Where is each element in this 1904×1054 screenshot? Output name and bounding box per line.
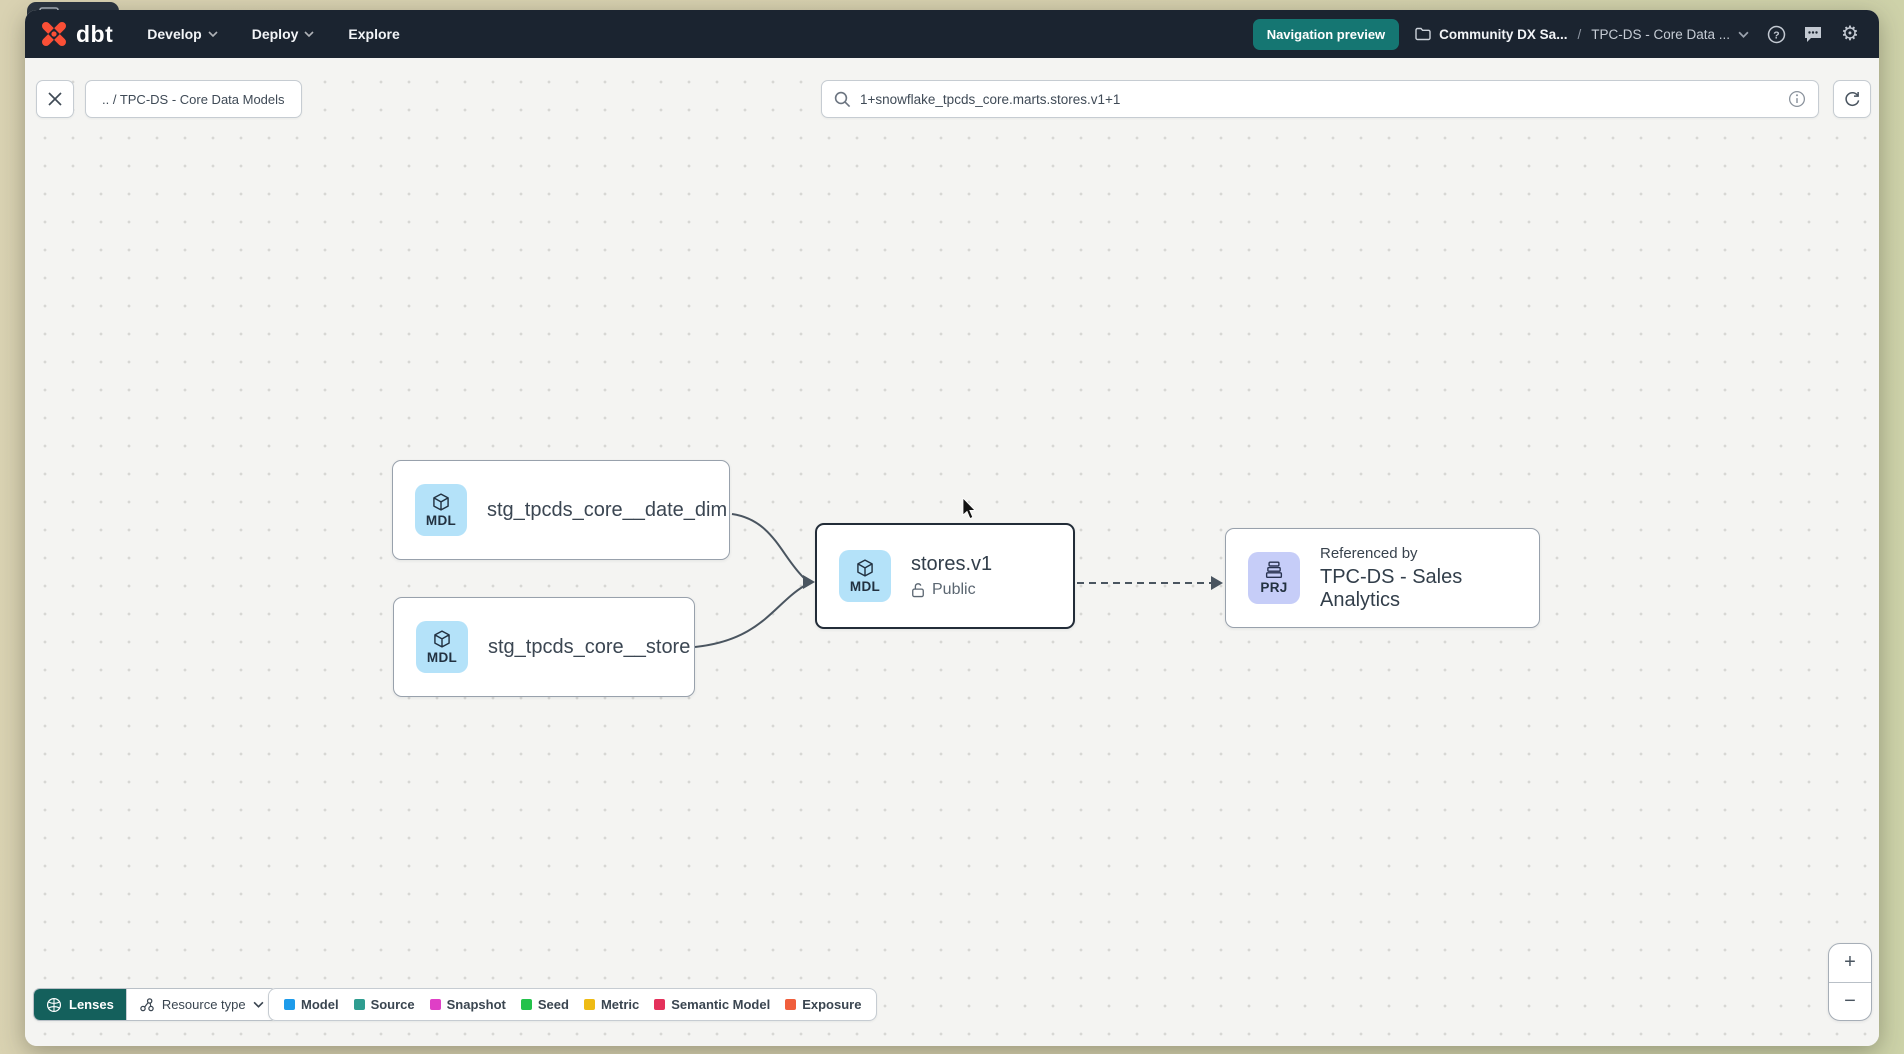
node-text: Referenced by TPC-DS - Sales Analytics [1320, 545, 1517, 612]
legend-swatch-snapshot [429, 999, 441, 1010]
resource-type-icon [140, 997, 154, 1011]
svg-text:?: ? [1773, 30, 1779, 41]
legend-item: Exposure [785, 997, 861, 1012]
archive-stack-icon [1265, 561, 1283, 579]
node-kicker: Referenced by [1320, 544, 1418, 562]
legend-swatch-exposure [785, 999, 797, 1010]
node-stores-v1[interactable]: MDL stores.v1 Public [815, 523, 1075, 629]
gear-icon: ⚙ [1841, 23, 1859, 45]
breadcrumb: Community DX Sa... / TPC-DS - Core Data … [1415, 27, 1749, 42]
legend-item: Source [353, 997, 415, 1012]
chevron-down-icon [253, 1001, 264, 1008]
breadcrumb-project[interactable]: Community DX Sa... [1439, 26, 1568, 42]
chevron-down-icon [208, 31, 218, 37]
lens-icon [46, 997, 62, 1012]
zoom-out-button[interactable]: − [1844, 989, 1856, 1012]
breadcrumb-separator: / [1577, 26, 1582, 42]
node-stg-tpcds-core-date-dim[interactable]: MDL stg_tpcds_core__date_dim [392, 460, 730, 560]
legend-item: Model [284, 997, 339, 1012]
node-text: stores.v1 Public [911, 553, 992, 599]
legend-swatch-seed [520, 999, 532, 1010]
refresh-lineage-button[interactable] [1833, 80, 1871, 118]
cube-icon [433, 493, 449, 511]
legend-item: Seed [520, 997, 569, 1012]
navigation-preview-badge[interactable]: Navigation preview [1252, 18, 1400, 50]
menu-deploy[interactable]: Deploy [252, 26, 315, 42]
lineage-canvas[interactable]: .. / TPC-DS - Core Data Models [25, 58, 1879, 1046]
top-navbar: dbt Develop Deploy Explore Navigation pr… [25, 10, 1879, 58]
node-label: stg_tpcds_core__date_dim [487, 498, 728, 521]
dbt-logo[interactable]: dbt [39, 19, 113, 49]
node-label: stg_tpcds_core__store [488, 635, 691, 658]
cube-icon [434, 630, 450, 648]
mouse-cursor [962, 498, 976, 520]
node-stg-tpcds-core-store[interactable]: MDL stg_tpcds_core__store [393, 597, 695, 697]
project-icon: PRJ [1248, 552, 1300, 604]
arrowhead [1211, 576, 1223, 590]
browser-window: dbt Develop Deploy Explore Navigation pr… [25, 10, 1879, 1046]
legend-swatch-model [284, 999, 295, 1010]
model-icon: MDL [415, 484, 467, 536]
help-button[interactable]: ? [1765, 23, 1787, 45]
menu-develop[interactable]: Develop [147, 26, 218, 42]
cube-icon [857, 559, 873, 577]
refresh-icon [1845, 91, 1860, 107]
legend-swatch-source [353, 999, 365, 1010]
unlock-icon [912, 583, 924, 598]
model-icon: MDL [839, 550, 891, 602]
settings-button[interactable]: ⚙ [1839, 23, 1861, 45]
close-icon [48, 92, 62, 106]
resource-type-dropdown[interactable]: Resource type [125, 989, 276, 1020]
feedback-icon [1805, 27, 1821, 42]
feedback-button[interactable] [1802, 23, 1824, 45]
zoom-in-button[interactable]: + [1829, 944, 1871, 983]
close-lineage-button[interactable] [36, 80, 74, 118]
node-label: TPC-DS - Sales Analytics [1320, 565, 1463, 611]
help-icon: ? [1767, 25, 1785, 43]
breadcrumb-section[interactable]: TPC-DS - Core Data ... [1591, 26, 1730, 42]
arrowhead [803, 575, 815, 589]
legend-item: Semantic Model [654, 997, 770, 1012]
chevron-down-icon [304, 31, 314, 37]
resource-type-legend: Model Source Snapshot Seed Metric Semant… [268, 988, 878, 1021]
folder-icon [1415, 27, 1431, 41]
node-tpcds-sales-analytics-project[interactable]: PRJ Referenced by TPC-DS - Sales Analyti… [1225, 528, 1540, 628]
info-icon[interactable] [1788, 90, 1806, 108]
legend-item: Snapshot [429, 997, 506, 1012]
selector-input[interactable] [860, 91, 1779, 107]
model-icon: MDL [416, 621, 468, 673]
search-icon [834, 91, 851, 107]
lineage-breadcrumb-chip[interactable]: .. / TPC-DS - Core Data Models [85, 80, 302, 118]
menu-explore[interactable]: Explore [348, 26, 400, 42]
main-menu: Develop Deploy Explore [147, 26, 400, 42]
zoom-controls: + − [1828, 943, 1872, 1021]
legend-item: Metric [583, 997, 639, 1012]
navbar-right: Navigation preview Community DX Sa... / … [1252, 18, 1861, 50]
legend-swatch-semantic-model [654, 999, 666, 1010]
node-access: Public [911, 581, 992, 599]
dbt-logo-text: dbt [76, 20, 114, 47]
lens-controls: Lenses Resource type [33, 988, 277, 1021]
node-label: stores.v1 [911, 553, 993, 575]
lenses-button[interactable]: Lenses [34, 989, 126, 1020]
navbar-icons: ? ⚙ [1765, 23, 1861, 45]
legend-swatch-metric [583, 999, 595, 1010]
chevron-down-icon[interactable] [1738, 31, 1749, 38]
lineage-search-bar [821, 80, 1819, 118]
dbt-logo-icon [42, 22, 66, 46]
